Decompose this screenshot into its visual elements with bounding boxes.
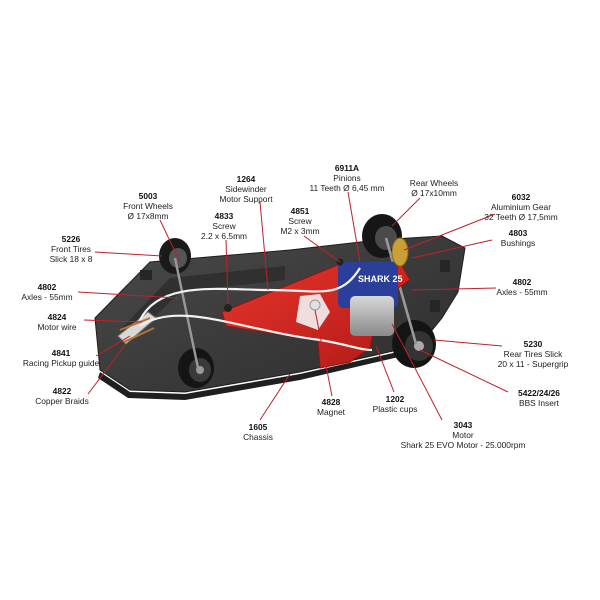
leader-1264	[259, 201, 269, 291]
leader-1605	[259, 373, 291, 421]
rear-axle	[384, 237, 418, 345]
front-axle	[173, 257, 200, 369]
leader-5230	[433, 339, 503, 347]
label-5422: 5422/24/26 BBS Insert	[518, 388, 560, 408]
rear-tire-front	[392, 320, 436, 368]
leader-6032	[403, 213, 496, 251]
label-5003: 5003 Front Wheels Ø 17x8mm	[123, 191, 173, 221]
leader-5422	[419, 349, 509, 393]
leader-4824	[83, 319, 143, 323]
front-tire-front	[178, 348, 214, 388]
label-4824: 4824 Motor wire	[37, 312, 77, 332]
leader-3043	[391, 323, 443, 421]
label-6032: 6032 Aluminium Gear 32 Teeth Ø 17,5mm	[484, 192, 558, 222]
label-4803: 4803 Bushings	[500, 228, 536, 248]
leader-4833	[225, 239, 229, 305]
label-6911a: 6911A Pinions 11 Teeth Ø 6,45 mm	[309, 163, 385, 193]
label-4828: 4828 Magnet	[317, 397, 345, 417]
leader-5226	[94, 251, 163, 257]
label-4802-left: 4802 Axles - 55mm	[21, 282, 73, 302]
leader-4828	[314, 309, 333, 397]
label-5226: 5226 Front Tires Slick 18 x 8	[49, 234, 93, 264]
leader-1202	[375, 345, 395, 393]
leader-4851	[303, 235, 341, 263]
label-5230: 5230 Rear Tires Slick 20 x 11 - Supergri…	[497, 339, 569, 369]
leader-4822	[87, 343, 127, 395]
label-4851: 4851 Screw M2 x 3mm	[280, 206, 320, 236]
label-1202: 1202 Plastic cups	[372, 394, 418, 414]
label-rear-wheels: Rear Wheels Ø 17x10mm	[409, 178, 459, 198]
motor: SHARK 25	[338, 262, 403, 336]
leader-6911a	[347, 191, 361, 263]
screw-left	[224, 304, 232, 312]
leader-4802-right	[411, 287, 497, 291]
label-1264: 1264 Sidewinder Motor Support	[219, 174, 273, 204]
aluminium-gear	[391, 237, 409, 267]
label-4802-right: 4802 Axles - 55mm	[496, 277, 548, 297]
label-4822: 4822 Copper Braids	[35, 386, 89, 406]
motor-brand-label: SHARK 25	[358, 274, 403, 284]
leader-5003	[159, 219, 181, 263]
front-tire-rear	[159, 238, 191, 274]
leader-rear-wheels	[391, 197, 421, 227]
label-4841: 4841 Racing Pickup guide	[22, 348, 100, 368]
leader-4802-left	[77, 291, 179, 299]
label-4833: 4833 Screw 2.2 x 6.5mm	[200, 211, 248, 241]
label-3043: 3043 Motor Shark 25 EVO Motor - 25.000rp…	[400, 420, 526, 450]
leader-4803	[411, 239, 493, 259]
leader-4841	[95, 335, 131, 357]
label-1605: 1605 Chassis	[243, 422, 273, 442]
leader-lines	[77, 191, 509, 421]
